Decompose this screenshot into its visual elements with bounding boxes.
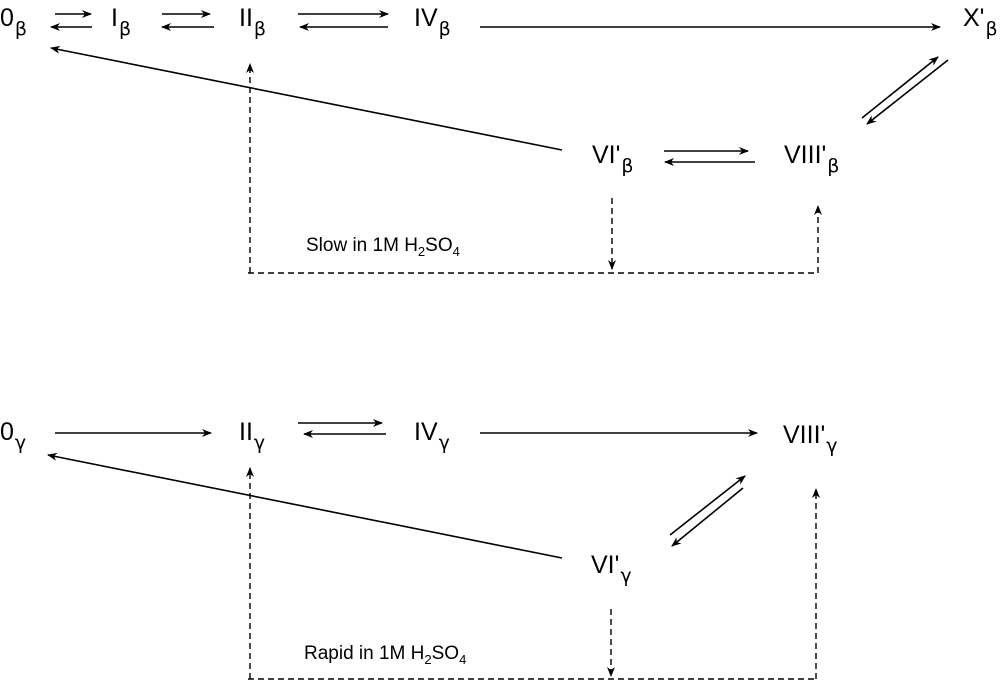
node-IV-beta: IVβ — [414, 4, 451, 40]
arrow-VIIIg-to-VIg — [671, 487, 744, 547]
node-I-beta: Iβ — [111, 4, 132, 40]
arrow-VIb-to-0b — [50, 45, 563, 151]
arrow-Xb-to-VIIIb — [866, 59, 949, 125]
node-II-gamma: IIγ — [239, 418, 266, 454]
arrow-VIg-to-0g — [47, 452, 563, 559]
node-IV-gamma: IVγ — [414, 418, 450, 454]
node-VI-gamma: VI'γ — [591, 551, 632, 587]
node-VIII-gamma: VIII'γ — [783, 421, 838, 457]
node-0-gamma: 0γ — [0, 418, 27, 454]
caption-beta: Slow in 1M H2SO4 — [306, 235, 460, 259]
node-II-beta: IIβ — [239, 4, 267, 40]
node-X-beta: X'β — [963, 4, 998, 40]
node-VIII-beta: VIII'β — [784, 141, 840, 177]
arrow-VIg-to-VIIIg — [669, 475, 746, 536]
node-0-beta: 0β — [0, 4, 28, 40]
caption-gamma: Rapid in 1M H2SO4 — [304, 643, 467, 667]
arrow-VIIIb-to-Xb — [861, 56, 939, 119]
node-VI-beta: VI'β — [592, 141, 634, 177]
